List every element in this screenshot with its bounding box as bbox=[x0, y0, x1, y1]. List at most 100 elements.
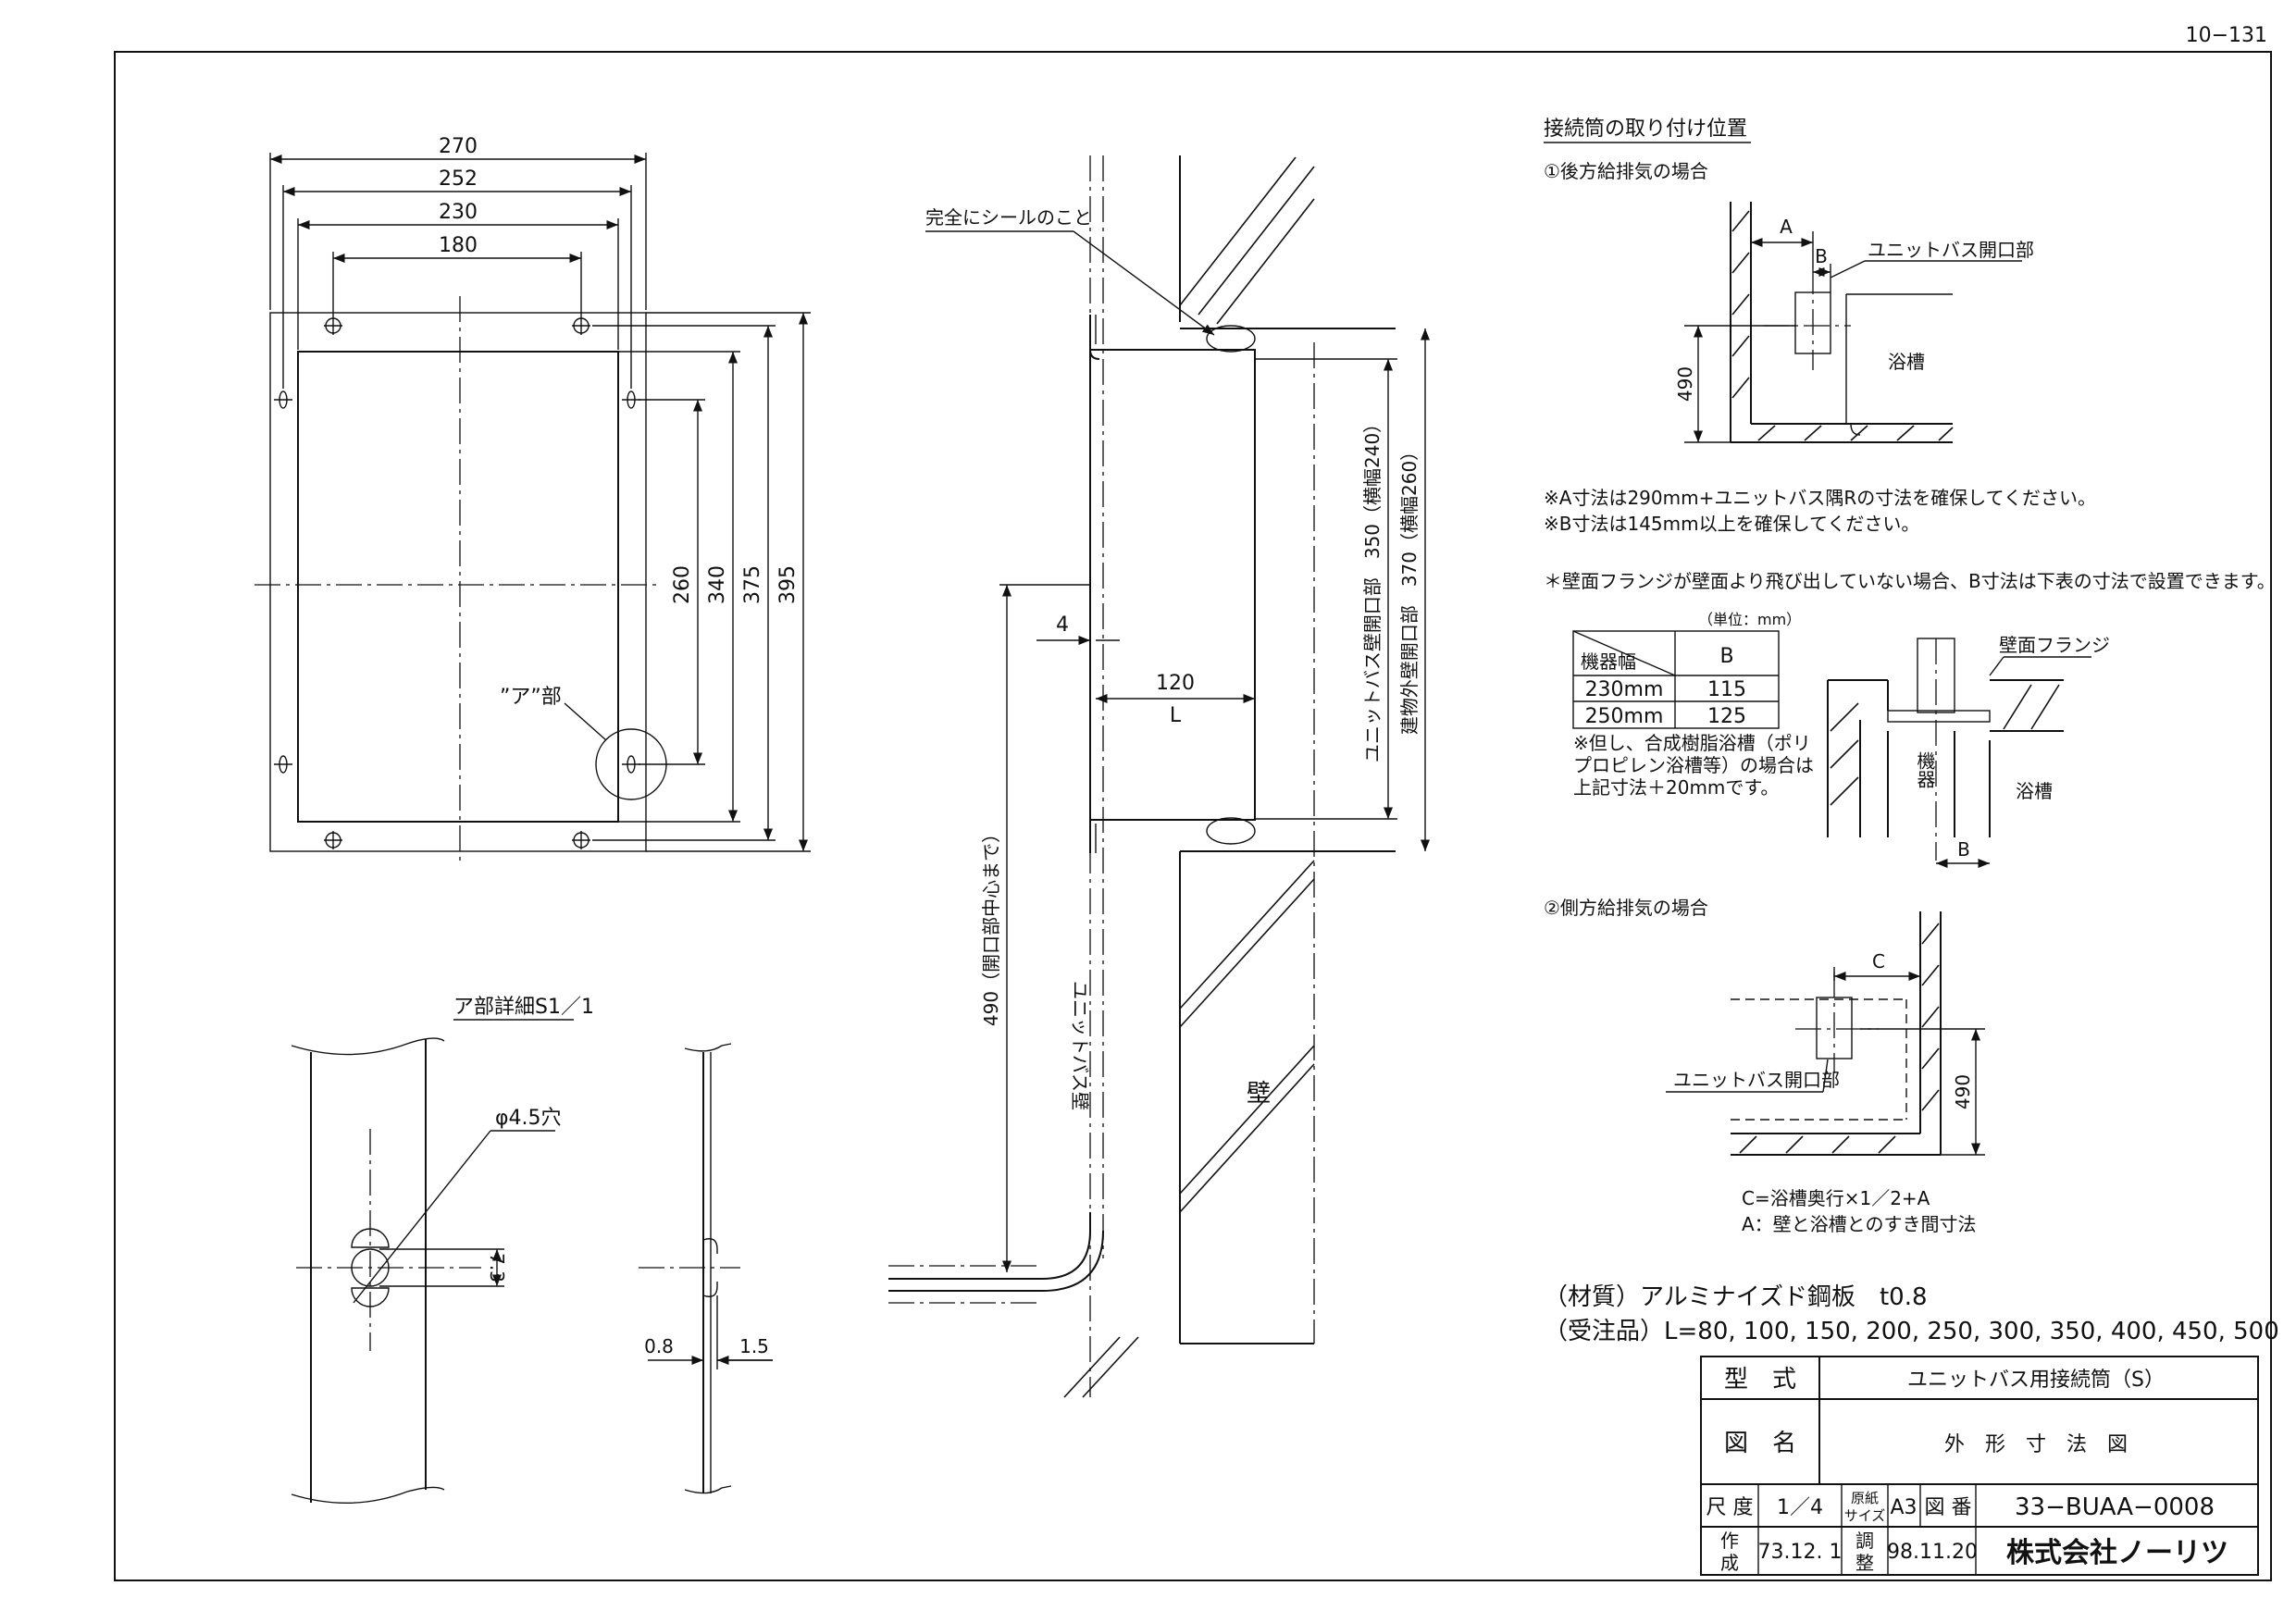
connection-tube bbox=[1089, 349, 1256, 821]
svg-text:B: B bbox=[1815, 245, 1828, 267]
svg-text:ユニットバス開口部: ユニットバス開口部 bbox=[1673, 1069, 1840, 1091]
model-value: ユニットバス用接続筒（S） bbox=[1907, 1369, 2165, 1392]
svg-text:340: 340 bbox=[706, 565, 729, 604]
wall-label: 壁 bbox=[1247, 1080, 1271, 1108]
hole-label: φ4.5穴 bbox=[495, 1107, 562, 1130]
sheet-border bbox=[114, 51, 2272, 1581]
svg-text:73.12. 1: 73.12. 1 bbox=[1758, 1541, 1843, 1564]
dim-375: 375 bbox=[592, 325, 776, 841]
svg-text:395: 395 bbox=[776, 565, 800, 604]
svg-text:図 名: 図 名 bbox=[1724, 1430, 1796, 1457]
seal-bead bbox=[1206, 325, 1256, 353]
case2-note: A：壁と浴槽とのすき間寸法 bbox=[1742, 1213, 1976, 1235]
slot-hole bbox=[274, 390, 292, 409]
section-view: 完全にシールのこと 4 120 L 490（開口部中心まで） ユニットバス壁 壁… bbox=[888, 155, 1431, 1398]
svg-text:ユニットバス開口部: ユニットバス開口部 bbox=[1868, 239, 2034, 261]
seal-bead bbox=[1206, 817, 1256, 845]
wall-hatch-upper bbox=[1179, 156, 1315, 325]
svg-text:A3: A3 bbox=[1890, 1496, 1917, 1519]
detail-callout: ”ア”部 bbox=[500, 686, 562, 709]
slot-hole bbox=[274, 755, 292, 774]
svg-text:252: 252 bbox=[439, 167, 478, 191]
inner-opening bbox=[297, 351, 619, 823]
svg-text:ユニットバス壁開口部 350（横幅240）: ユニットバス壁開口部 350（横幅240） bbox=[1361, 415, 1384, 762]
svg-text:490: 490 bbox=[1674, 366, 1696, 402]
svg-text:490（開口部中心まで）: 490（開口部中心まで） bbox=[980, 824, 1002, 1026]
case1-title: ①後方給排気の場合 bbox=[1544, 160, 1708, 182]
svg-text:7.3: 7.3 bbox=[486, 1253, 508, 1282]
svg-text:125: 125 bbox=[1707, 705, 1746, 728]
dim-270: 270 bbox=[269, 135, 647, 310]
svg-text:（単位：mm）: （単位：mm） bbox=[1698, 611, 1801, 628]
svg-text:作: 作 bbox=[1720, 1530, 1739, 1552]
note-b: ※B寸法は145mm以上を確保してください。 bbox=[1544, 513, 1919, 535]
outer-plate bbox=[269, 312, 647, 852]
detail-title: ア部詳細S1／1 bbox=[453, 996, 594, 1019]
svg-text:A: A bbox=[1780, 216, 1793, 238]
case2-formula: C=浴槽奥行×1／2+A bbox=[1742, 1187, 1930, 1209]
svg-text:壁面フランジ: 壁面フランジ bbox=[1999, 634, 2110, 656]
page-number: 10−131 bbox=[2186, 24, 2267, 47]
svg-text:※但し、合成樹脂浴槽（ポリ: ※但し、合成樹脂浴槽（ポリ bbox=[1573, 732, 1811, 754]
svg-text:浴槽: 浴槽 bbox=[2016, 780, 2053, 802]
drawing-number: 33−BUAA−0008 bbox=[2015, 1493, 2215, 1521]
svg-text:B: B bbox=[1719, 645, 1733, 668]
dim-395: 395 bbox=[646, 312, 811, 852]
mounting-hole bbox=[572, 316, 590, 335]
svg-text:4: 4 bbox=[1056, 613, 1069, 637]
mounting-hole bbox=[324, 831, 342, 849]
front-view: ”ア”部 270 252 230 180 260 bbox=[254, 135, 811, 865]
dim-230: 230 bbox=[297, 201, 619, 350]
dim-180: 180 bbox=[332, 234, 582, 316]
svg-text:型 式: 型 式 bbox=[1724, 1366, 1796, 1394]
svg-text:0.8: 0.8 bbox=[644, 1335, 674, 1357]
svg-text:B: B bbox=[1957, 838, 1970, 861]
svg-text:成: 成 bbox=[1720, 1552, 1739, 1574]
panel-heading: 接続筒の取り付け位置 bbox=[1544, 118, 1747, 141]
svg-text:図 番: 図 番 bbox=[1925, 1496, 1972, 1519]
dim-340: 340 bbox=[618, 351, 740, 823]
title-block: 型 式 ユニットバス用接続筒（S） 図 名 外 形 寸 法 図 尺 度 1／4 … bbox=[1700, 1356, 2259, 1576]
wall-hatch-lower bbox=[1063, 860, 1315, 1398]
note-a: ※A寸法は290mm+ユニットバス隅Rの寸法を確保してください。 bbox=[1544, 487, 2096, 509]
note-flange: ＊壁面フランジが壁面より飛び出していない場合、B寸法は下表の寸法で設置できます。 bbox=[1544, 570, 2276, 592]
mounting-hole bbox=[572, 831, 590, 849]
svg-text:プロピレン浴槽等）の場合は: プロピレン浴槽等）の場合は bbox=[1573, 754, 1814, 776]
svg-text:整: 整 bbox=[1855, 1552, 1874, 1574]
slot-hole bbox=[622, 390, 640, 409]
table-row: 230mm bbox=[1585, 678, 1664, 701]
svg-text:270: 270 bbox=[439, 135, 478, 158]
svg-text:浴槽: 浴槽 bbox=[1888, 351, 1925, 373]
svg-text:120: 120 bbox=[1156, 672, 1195, 695]
svg-text:180: 180 bbox=[439, 234, 478, 257]
svg-text:建物外壁開口部 370（横幅260）: 建物外壁開口部 370（横幅260） bbox=[1398, 442, 1421, 735]
order-note: （受注品）L=80, 100, 150, 200, 250, 300, 350,… bbox=[1544, 1318, 2279, 1345]
material-note: （材質）アルミナイズド鋼板 t0.8 bbox=[1544, 1283, 1928, 1311]
detail-view: ア部詳細S1／1 φ4.5穴 7.3 0.8 1.5 bbox=[291, 996, 773, 1504]
seal-note: 完全にシールのこと bbox=[925, 206, 1092, 229]
svg-text:260: 260 bbox=[671, 565, 694, 604]
svg-text:サイズ: サイズ bbox=[1844, 1507, 1886, 1524]
svg-text:調: 調 bbox=[1855, 1530, 1874, 1552]
case2-diagram: C ユニットバス開口部 490 bbox=[1666, 911, 1985, 1156]
svg-text:1／4: 1／4 bbox=[1777, 1496, 1823, 1519]
svg-text:98.11.20: 98.11.20 bbox=[1887, 1541, 1978, 1564]
svg-text:機器幅: 機器幅 bbox=[1581, 650, 1636, 673]
svg-text:115: 115 bbox=[1707, 678, 1746, 701]
svg-text:機器: 機器 bbox=[1914, 751, 1936, 788]
svg-text:230: 230 bbox=[439, 201, 478, 224]
b-dimension-table: （単位：mm） 機器幅 B 230mm 115 250mm 125 ※但し、合成… bbox=[1572, 611, 1814, 799]
svg-text:375: 375 bbox=[741, 565, 764, 604]
right-panel: 接続筒の取り付け位置 ①後方給排気の場合 bbox=[1544, 118, 2279, 1345]
case1-diagram: A B ユニットバス開口部 490 浴槽 bbox=[1674, 202, 2034, 443]
svg-text:C: C bbox=[1872, 950, 1885, 973]
dim-260: 260 bbox=[639, 399, 705, 765]
case2-title: ②側方給排気の場合 bbox=[1544, 897, 1708, 919]
svg-text:1.5: 1.5 bbox=[739, 1335, 769, 1357]
drawing-name: 外 形 寸 法 図 bbox=[1944, 1433, 2128, 1456]
svg-text:上記寸法＋20mmです。: 上記寸法＋20mmです。 bbox=[1573, 776, 1779, 799]
flange-diagram: 壁面フランジ 機器 浴槽 B bbox=[1827, 634, 2110, 869]
svg-text:原紙: 原紙 bbox=[1851, 1490, 1879, 1506]
slot-hole bbox=[622, 755, 640, 774]
